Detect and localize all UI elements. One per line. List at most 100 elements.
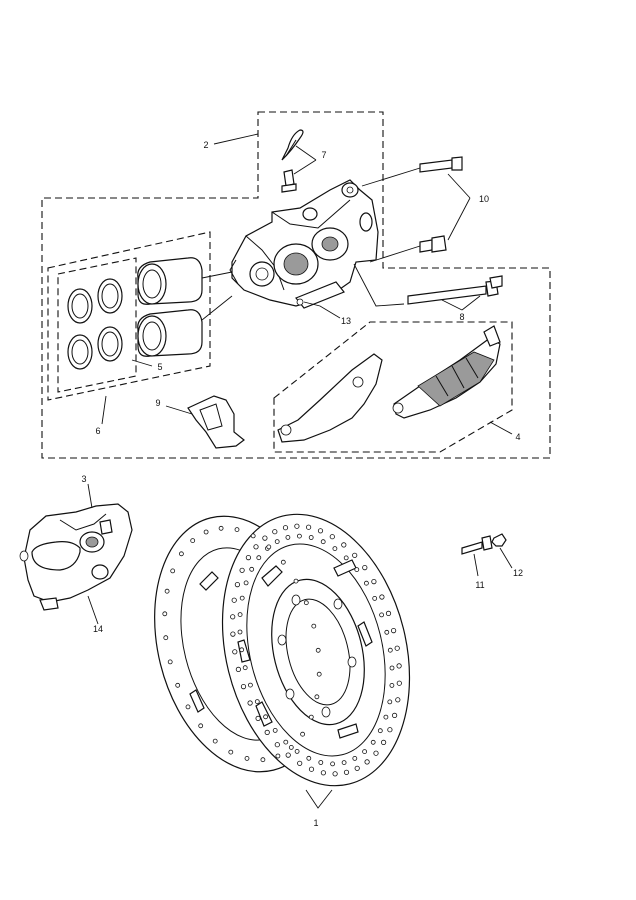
- drill-hole: [235, 666, 241, 673]
- drill-hole: [283, 739, 289, 745]
- drill-hole: [255, 715, 261, 722]
- drill-hole: [163, 635, 169, 641]
- drill-hole: [300, 731, 306, 737]
- callout-1: 1: [313, 818, 318, 828]
- rear-caliper-body: [229, 179, 379, 309]
- drill-hole: [231, 597, 237, 603]
- drill-hole: [162, 611, 168, 617]
- drill-hole: [274, 539, 280, 544]
- drill-hole: [239, 567, 245, 573]
- drill-hole: [387, 699, 393, 705]
- brake-pad-set-outline: [273, 321, 513, 453]
- drill-hole: [260, 757, 266, 763]
- drill-hole: [294, 523, 300, 529]
- drill-hole: [385, 610, 392, 617]
- callout-5: 5: [157, 362, 162, 372]
- drill-hole: [296, 533, 302, 539]
- callout-3: 3: [81, 474, 86, 484]
- drill-hole: [285, 752, 291, 758]
- drill-hole: [377, 728, 383, 734]
- drill-hole: [266, 544, 272, 550]
- drill-hole: [230, 631, 236, 637]
- drill-hole: [364, 759, 370, 765]
- drill-hole: [237, 629, 243, 635]
- drill-hole: [389, 665, 395, 671]
- drill-hole: [315, 647, 321, 653]
- drill-hole: [320, 770, 326, 776]
- drill-hole: [341, 542, 347, 548]
- drill-hole: [185, 704, 191, 710]
- callout-4: 4: [515, 432, 520, 442]
- drill-hole: [247, 700, 253, 706]
- drill-hole: [395, 697, 401, 703]
- drill-hole: [387, 727, 393, 733]
- drill-hole: [250, 533, 256, 539]
- drill-hole: [272, 728, 278, 733]
- drill-hole: [330, 761, 336, 767]
- drill-hole: [363, 580, 369, 586]
- callout-labels: 1 2 3 4 5 6 7 8 9 10 11 12 13 14: [81, 140, 523, 828]
- drill-hole: [314, 694, 320, 700]
- drill-hole: [341, 760, 347, 765]
- pad-spring: [187, 395, 245, 449]
- callout-9: 9: [155, 398, 160, 408]
- drill-hole: [306, 755, 312, 761]
- drill-hole: [294, 749, 300, 754]
- drill-hole: [240, 683, 247, 690]
- callout-8: 8: [459, 312, 464, 322]
- drill-hole: [253, 544, 259, 550]
- drill-hole: [218, 525, 224, 531]
- callout-10: 10: [479, 194, 489, 204]
- drill-hole: [175, 682, 181, 688]
- drill-hole: [264, 729, 270, 736]
- drill-hole: [293, 578, 299, 584]
- caliper-assembly-left: [19, 503, 133, 611]
- drill-hole: [318, 760, 324, 765]
- drill-hole: [247, 682, 253, 688]
- drill-hole: [230, 614, 236, 620]
- drill-hole: [389, 683, 395, 688]
- callout-11: 11: [475, 580, 484, 590]
- drill-hole: [383, 714, 389, 720]
- drill-hole: [243, 580, 249, 586]
- callout-14: 14: [93, 624, 103, 634]
- drill-hole: [249, 566, 255, 572]
- drill-hole: [308, 714, 314, 720]
- drill-hole: [239, 647, 245, 653]
- bleed-nipple: [281, 129, 304, 193]
- drill-hole: [234, 527, 240, 532]
- drill-hole: [396, 680, 402, 686]
- drill-hole: [362, 749, 368, 754]
- drill-hole: [297, 760, 303, 766]
- drill-hole: [254, 699, 260, 704]
- drill-hole: [308, 766, 315, 772]
- drill-hole: [354, 765, 360, 771]
- brake-pads: [277, 325, 501, 443]
- drill-hole: [396, 663, 402, 669]
- drill-hole: [390, 627, 397, 634]
- drill-hole: [190, 538, 196, 543]
- drill-hole: [272, 529, 278, 535]
- drill-hole: [332, 771, 338, 777]
- leader-lines: [87, 133, 513, 625]
- drill-hole: [242, 665, 248, 671]
- caliper-assembly-outline: [41, 111, 551, 459]
- disc-drill-holes: [162, 523, 402, 777]
- drill-hole: [280, 559, 286, 565]
- caliper-pistons: [137, 257, 203, 357]
- callout-7: 7: [321, 150, 326, 160]
- drill-hole: [311, 623, 317, 629]
- pad-retaining-pin: [407, 275, 503, 305]
- seal-kit-outline: [57, 257, 137, 393]
- caliper-bracket-bolt: [461, 533, 507, 555]
- drill-hole: [170, 568, 176, 574]
- drill-hole: [245, 554, 251, 561]
- drill-hole: [274, 742, 280, 748]
- drill-hole: [285, 535, 291, 540]
- drill-hole: [239, 595, 245, 601]
- drill-hole: [352, 552, 358, 558]
- drill-hole: [352, 756, 358, 761]
- drill-hole: [303, 600, 309, 606]
- drill-hole: [354, 567, 360, 572]
- drill-hole: [317, 528, 324, 534]
